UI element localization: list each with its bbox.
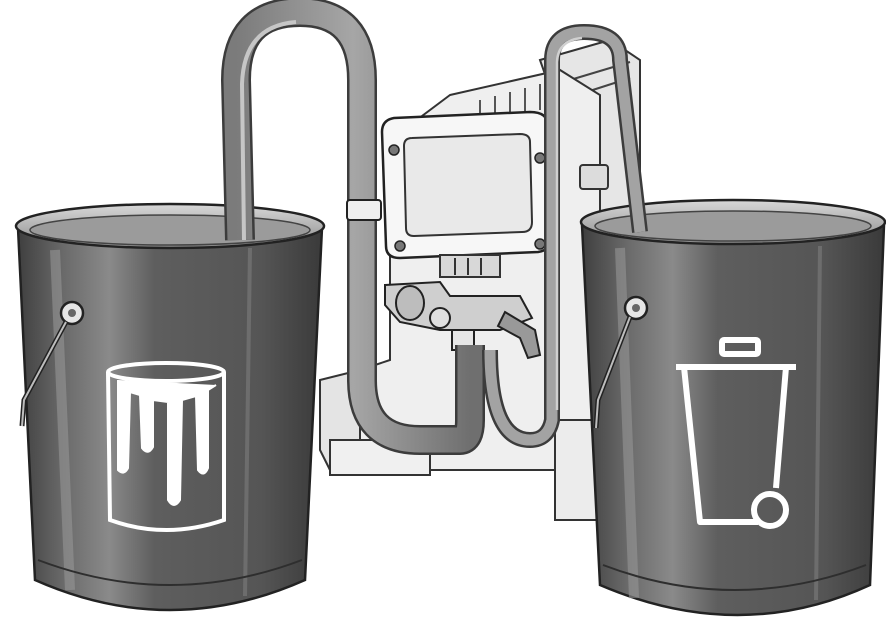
- screw-icon: [395, 241, 405, 251]
- control-panel-screen: [404, 134, 532, 236]
- screw-icon: [389, 145, 399, 155]
- screw-icon: [535, 239, 545, 249]
- waste-pail: [581, 200, 885, 615]
- screw-icon: [535, 153, 545, 163]
- paint-pail: [16, 204, 324, 610]
- hose-clamp: [347, 200, 381, 220]
